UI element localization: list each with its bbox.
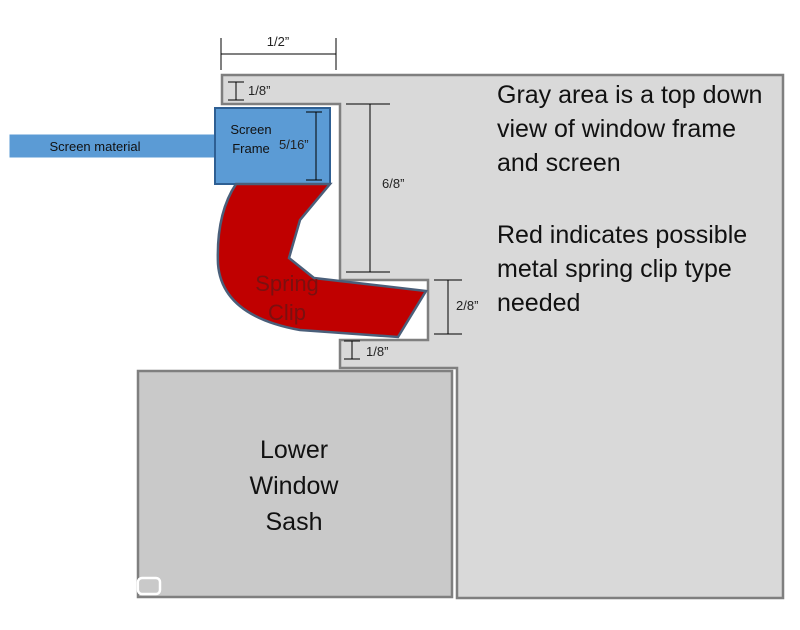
dimension-frame-height	[306, 111, 322, 181]
dimension-label-channel-depth: 6/8”	[382, 176, 404, 191]
label-screen-frame-line2: Frame	[232, 141, 270, 156]
label-screen-frame-line1: Screen	[230, 122, 271, 137]
dimension-notch-height	[434, 279, 462, 335]
label-spring-clip-line1: Spring	[255, 271, 319, 296]
label-sash-line2: Window	[250, 472, 340, 500]
label-sash-line3: Sash	[266, 508, 323, 536]
note-red-line1: Red indicates possible	[497, 221, 747, 249]
dimension-channel-depth	[346, 103, 390, 273]
note-gray-line2: view of window frame	[497, 115, 736, 143]
dimension-label-notch-height: 2/8”	[456, 298, 478, 313]
note-gray-line1: Gray area is a top down	[497, 81, 762, 109]
lower-window-sash	[136, 369, 454, 599]
dimension-top-gap	[228, 81, 244, 101]
dimension-bottom-gap	[344, 340, 360, 360]
dimension-label-frame-height: 5/16”	[279, 137, 309, 152]
spring-clip	[216, 182, 429, 339]
dimension-label-top-gap: 1/8”	[248, 83, 270, 98]
note-red-line2: metal spring clip type	[497, 255, 732, 283]
note-gray-line3: and screen	[497, 149, 621, 177]
note-red-line3: needed	[497, 289, 580, 317]
label-sash-line1: Lower	[260, 436, 328, 464]
label-spring-clip-line2: Clip	[268, 300, 306, 325]
window-frame	[220, 73, 785, 600]
screen-frame	[214, 107, 331, 185]
dimension-label-bottom-gap: 1/8”	[366, 344, 388, 359]
dimension-top-width	[220, 38, 337, 70]
dimension-label-top-width: 1/2”	[267, 34, 289, 49]
label-screen-material: Screen material	[49, 139, 140, 154]
watermark-icon	[136, 576, 162, 596]
